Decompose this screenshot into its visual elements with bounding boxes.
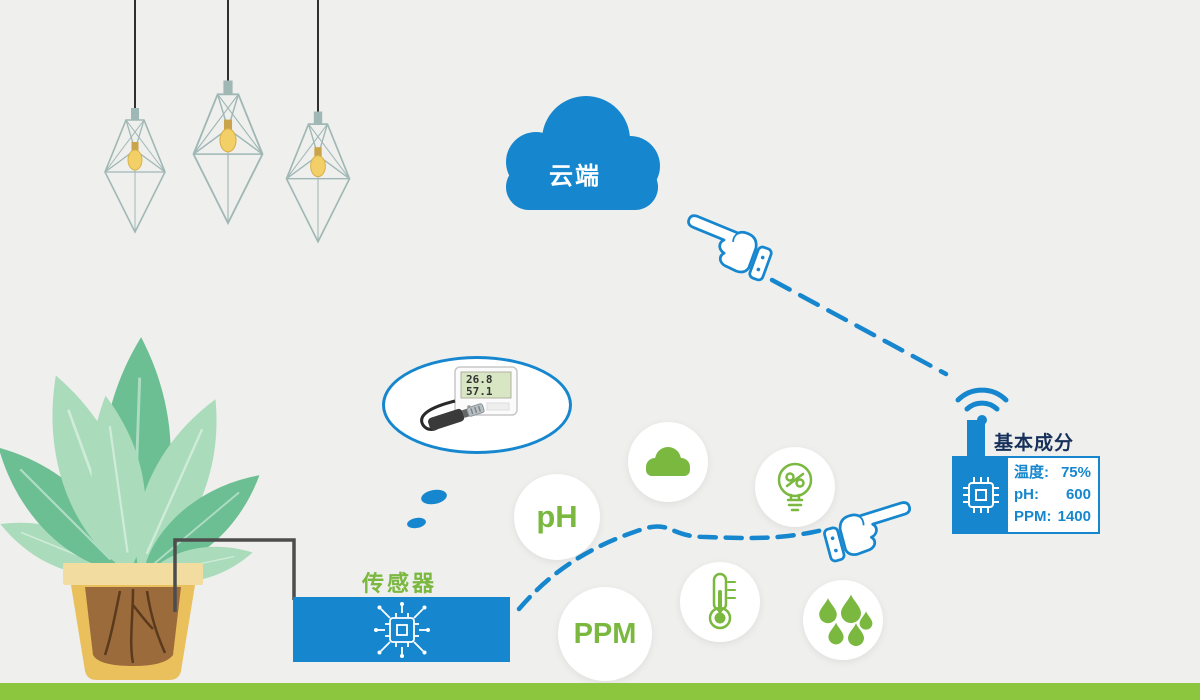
thermometer-icon	[708, 572, 736, 630]
reading-value: 600	[1065, 486, 1091, 503]
reading-temperature: 温度: 75%	[1014, 462, 1091, 484]
pot-soil	[85, 587, 181, 666]
chip-pane	[954, 458, 1008, 532]
cloud-shape	[506, 96, 660, 210]
reading-value: 75%	[1060, 464, 1091, 481]
chip-icon	[963, 477, 999, 513]
footer-bar	[0, 683, 1200, 700]
sensor-device-illustration: 26.8 57.1	[420, 366, 518, 431]
cloud-icon	[646, 447, 690, 476]
reading-label: pH:	[1014, 486, 1039, 503]
reading-label: PPM:	[1014, 508, 1052, 525]
reading-ppm: PPM: 1400	[1014, 506, 1091, 528]
plant-illustration	[0, 334, 275, 680]
bubble-light	[755, 447, 835, 527]
sensor-box	[293, 597, 510, 662]
circuit-chip-icon	[373, 601, 430, 658]
lightbulb-icon	[777, 462, 813, 512]
device-panel-title: 基本成分	[994, 433, 1075, 454]
reading-value: 1400	[1057, 508, 1091, 525]
wifi-stem	[967, 420, 985, 460]
sensor-probe-icon	[428, 403, 485, 431]
plant-pot	[63, 563, 203, 680]
bubble-ph: pH	[514, 474, 600, 560]
sensor-photo: 26.8 57.1	[382, 356, 572, 454]
water-drops-icon	[819, 594, 873, 646]
device-readings: 温度: 75% pH: 600 PPM: 1400	[1008, 458, 1098, 532]
cloud-label: 云端	[549, 163, 601, 190]
ph-label: pH	[536, 499, 578, 534]
sensor-label: 传感器	[362, 571, 438, 596]
bubble-ppm: PPM	[558, 587, 652, 681]
pendant-lamps-icon	[104, 0, 351, 243]
reading-label: 温度:	[1014, 464, 1049, 481]
device-panel: 温度: 75% pH: 600 PPM: 1400	[952, 456, 1100, 534]
lcd-reading-top: 26.8	[466, 373, 493, 386]
sensor-wire	[173, 538, 296, 612]
reading-ph: pH: 600	[1014, 484, 1091, 506]
dashed-link-sensor-to-device	[516, 524, 829, 612]
lcd-reading-bottom: 57.1	[466, 385, 493, 398]
ppm-label: PPM	[573, 617, 637, 650]
plant-roots	[103, 588, 167, 664]
bubble-humidity	[803, 580, 883, 660]
dashed-link-cloud-to-wifi	[769, 277, 949, 377]
bubble-climate	[628, 422, 708, 502]
bubble-temperature	[680, 562, 760, 642]
